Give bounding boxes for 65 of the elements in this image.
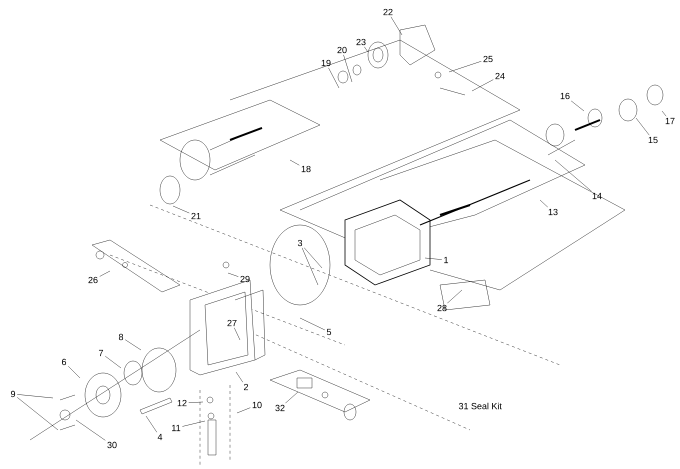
leader-line [540,200,548,208]
callout-number: 11 [172,424,180,432]
callout-number: 5 [326,328,332,336]
leader-line [146,416,158,432]
callout-number: 28 [437,304,447,312]
callout-number: 2 [244,384,248,390]
callout-number: 8 [118,334,124,340]
leader-line [328,68,340,88]
leader-line [68,366,80,378]
callout-number: 27 [227,320,237,326]
leader-line [188,402,204,403]
leader-line [236,372,243,382]
callout-number: 19 [322,60,331,66]
leader-line [234,328,240,340]
leader-line [300,318,326,330]
callout-number: 24 [495,72,505,80]
leader-line [100,270,110,277]
leader-line [236,407,251,414]
callout-number: 23 [356,38,366,46]
leader-line [390,16,402,36]
leader-line [570,100,584,112]
callout-number: 15 [648,136,658,144]
callout-number: 22 [383,8,393,16]
callout-number: 13 [548,208,558,216]
leader-line [554,160,592,192]
leader-line [364,46,368,52]
leader-line [302,248,318,286]
leader-line [285,392,298,404]
leader-line [290,160,300,166]
callout-number: 7 [98,350,104,356]
callout-number: 18 [302,166,311,172]
leader-line [662,110,666,116]
leader-line [447,290,462,304]
callout-number: 25 [483,56,493,62]
leader-line [424,258,442,260]
callout-number: 17 [666,118,675,124]
callout-number: 26 [88,276,98,284]
leader-line [125,340,142,350]
leader-line [17,397,58,430]
leader-line [76,420,106,441]
callout-number: 20 [337,46,347,54]
callout-number: 21 [191,212,201,220]
leader-line [105,356,122,368]
callout-number: 9 [10,390,16,398]
leader-line [17,394,54,398]
callout-number: 3 [298,240,302,246]
callout-number: 29 [240,276,250,282]
callout-number: 10 [252,402,262,408]
leader-line [172,206,190,214]
leader-line [343,54,352,82]
callout-number: 1 [444,256,448,264]
leader-line [228,272,239,277]
leader-line [304,248,322,268]
callout-number: 30 [107,442,117,448]
leader-line [636,118,650,136]
callout-number: 32 [275,404,285,412]
leader-line [472,79,494,92]
callout-number: 6 [62,358,66,366]
leader-line [448,61,482,72]
callout-number: 4 [158,434,162,440]
note-label: 31 Seal Kit [458,402,502,410]
callout-number: 16 [560,92,570,100]
callout-number: 14 [592,192,602,200]
leader-line [182,420,206,427]
callout-number: 12 [178,400,187,406]
